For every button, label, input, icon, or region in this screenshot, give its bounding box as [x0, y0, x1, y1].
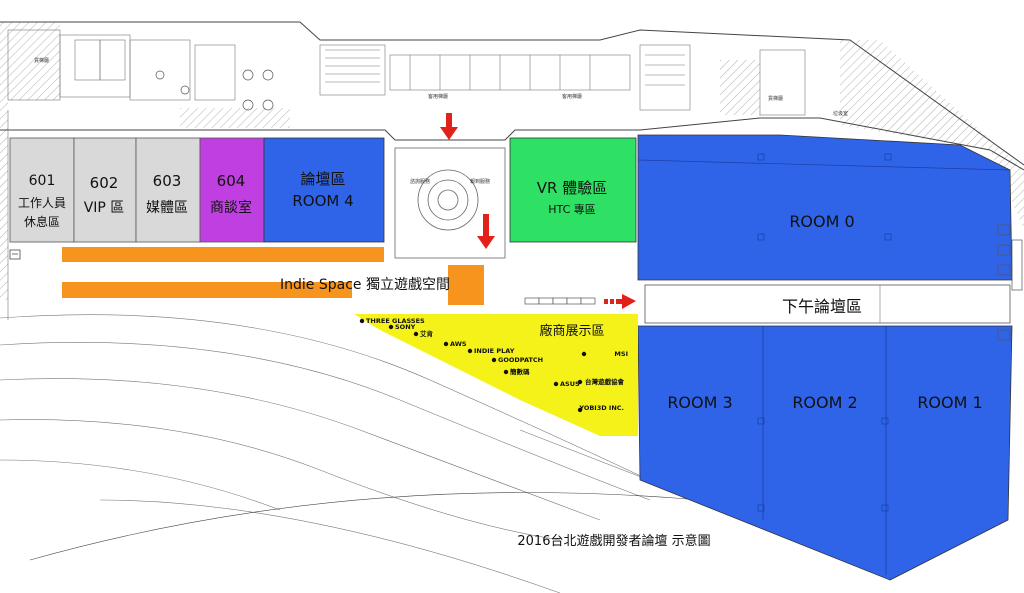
- exhibitor-item: 艾肯: [413, 329, 434, 338]
- vr-experience-area: VR 體驗區 HTC 專區: [509, 137, 637, 243]
- reception-right-label: 報到服務: [470, 178, 490, 185]
- indie-space-label: Indie Space 獨立遊戲空間: [280, 277, 450, 293]
- map-title: 2016台北遊戲開發者論壇 示意圖: [517, 533, 710, 549]
- right-windows: [997, 224, 1023, 341]
- room-604-number: 604: [217, 172, 246, 190]
- exhibitor-marker-icon: [388, 324, 394, 330]
- booth-strip: [524, 297, 596, 305]
- exhibitor-name: ASUS: [560, 380, 580, 388]
- room-603: 603 媒體區: [135, 137, 201, 243]
- lobby-rotunda: [394, 147, 506, 259]
- room-4-line2: ROOM 4: [292, 192, 353, 210]
- reception-left-label: 諮詢服務: [410, 178, 430, 185]
- exhibitor-item: ASUS: [553, 380, 580, 388]
- passenger-elevator-label: 客用梯廳: [428, 93, 448, 100]
- room-602-number: 602: [90, 174, 119, 192]
- room-4: 論壇區 ROOM 4: [263, 137, 385, 243]
- exhibitor-name: 台灣遊戲協會: [585, 377, 625, 386]
- room-603-number: 603: [153, 172, 182, 190]
- freight-elevator-right-label: 貨梯廳: [768, 95, 783, 102]
- exhibitor-item: 簡數碼: [503, 367, 530, 376]
- exhibitor-marker-icon: [553, 381, 559, 387]
- garbage-room-label: 垃圾室: [833, 110, 848, 117]
- room-2-label: ROOM 2: [792, 393, 857, 412]
- room-604-line1: 商談室: [210, 199, 252, 216]
- room-0-label: ROOM 0: [789, 212, 854, 231]
- passenger-elevator-label: 客用梯廳: [562, 93, 582, 100]
- exhibitor-item: THREE GLASSES: [359, 317, 425, 325]
- room-601: 601 工作人員 休息區: [9, 137, 75, 243]
- exhibitor-item: SONY: [388, 323, 416, 331]
- room-602-line1: VIP 區: [84, 200, 125, 216]
- afternoon-forum-area: 下午論壇區: [644, 284, 1011, 324]
- exhibitor-name: YOBI3D INC.: [578, 404, 624, 412]
- building-outline: [0, 21, 1024, 593]
- exhibitor-area-label: 廠商展示區: [539, 323, 604, 339]
- exhibitor-marker-icon: [413, 331, 419, 337]
- exhibitor-marker-icon: [581, 351, 587, 357]
- exhibitor-name: INDIE PLAY: [474, 347, 515, 355]
- exhibitor-marker-icon: [467, 348, 473, 354]
- rooms-1-2-3: [637, 325, 1013, 581]
- room-1-label: ROOM 1: [917, 393, 982, 412]
- exhibitor-item: GOODPATCH: [491, 356, 543, 364]
- vr-area-line2: HTC 專區: [548, 203, 596, 216]
- exhibitor-marker-icon: [577, 407, 583, 413]
- room-3-label: ROOM 3: [667, 393, 732, 412]
- indie-space-area: Indie Space 獨立遊戲空間: [62, 247, 484, 305]
- room-602: 602 VIP 區: [73, 137, 137, 243]
- exhibitor-name: 簡數碼: [509, 367, 530, 376]
- exhibitor-area: 廠商展示區: [354, 314, 638, 436]
- exhibitor-marker-icon: [577, 379, 583, 385]
- down-arrow-icon: [440, 113, 458, 140]
- room-601-number: 601: [29, 173, 56, 189]
- curved-seating-lines: [0, 314, 701, 593]
- room-601-line1: 工作人員: [18, 196, 66, 210]
- vr-area-line1: VR 體驗區: [537, 179, 607, 197]
- exhibitor-marker-icon: [503, 369, 509, 375]
- exhibitor-marker-icon: [359, 318, 365, 324]
- exit-sign-icon: [9, 249, 21, 260]
- room-0: ROOM 0: [637, 134, 1013, 281]
- exhibitor-marker-icon: [491, 357, 497, 363]
- exhibitor-item: INDIE PLAY: [467, 347, 515, 355]
- exhibitor-item: AWS: [443, 340, 467, 348]
- room-604: 604 商談室: [199, 137, 265, 243]
- exhibitor-item: YOBI3D INC.: [577, 404, 624, 413]
- room-601-line2: 休息區: [24, 214, 60, 229]
- afternoon-forum-label: 下午論壇區: [782, 297, 862, 316]
- exhibitor-item: 台灣遊戲協會: [577, 377, 625, 386]
- exhibitor-name: SONY: [395, 323, 416, 331]
- exhibitor-name: THREE GLASSES: [366, 317, 425, 325]
- exhibitor-name: 艾肯: [420, 329, 434, 338]
- freight-elevator-label: 貨梯廳: [34, 57, 49, 64]
- right-arrow-icon: [604, 294, 636, 309]
- room-4-line1: 論壇區: [300, 170, 345, 188]
- exhibitor-name: MSI: [614, 350, 628, 358]
- exhibitor-item: MSI: [581, 350, 628, 358]
- room-603-line1: 媒體區: [146, 200, 188, 216]
- exhibitor-name: GOODPATCH: [498, 356, 543, 364]
- down-arrow-icon: [477, 214, 495, 249]
- exhibitor-name: AWS: [450, 340, 467, 348]
- exhibitor-marker-icon: [443, 341, 449, 347]
